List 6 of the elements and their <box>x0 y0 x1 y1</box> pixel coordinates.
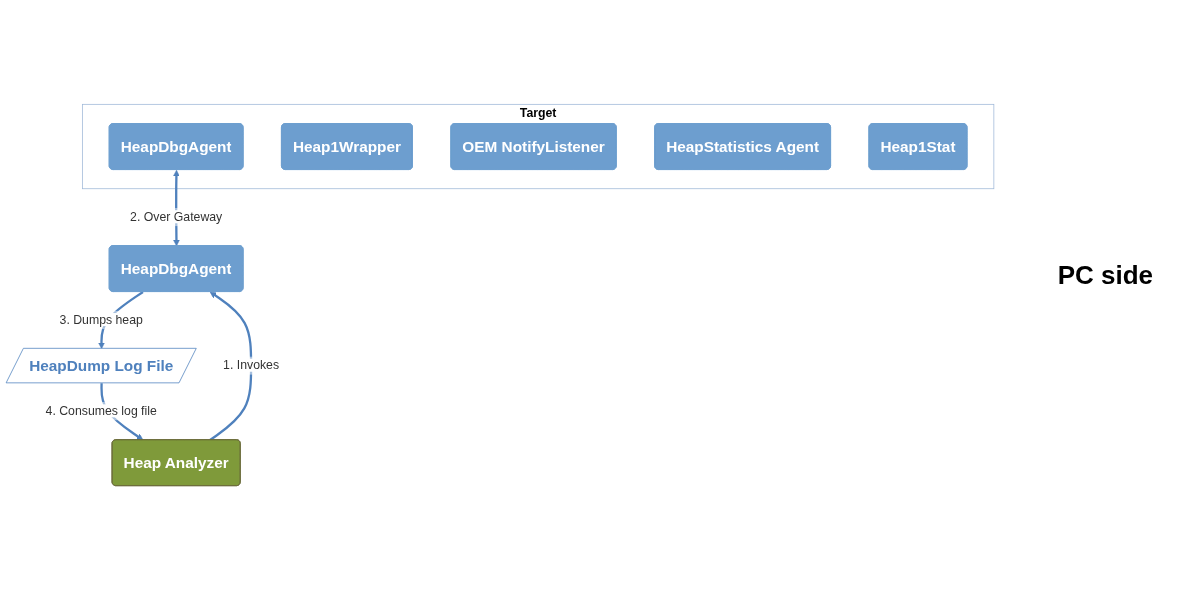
edge-label: 3. Dumps heap <box>59 313 143 327</box>
edge-label: 4. Consumes log file <box>45 404 157 418</box>
edge-label: 2. Over Gateway <box>130 210 223 224</box>
edge-label: 1. Invokes <box>223 358 280 372</box>
side-label: PC side <box>1057 260 1153 291</box>
arrow <box>209 291 253 441</box>
